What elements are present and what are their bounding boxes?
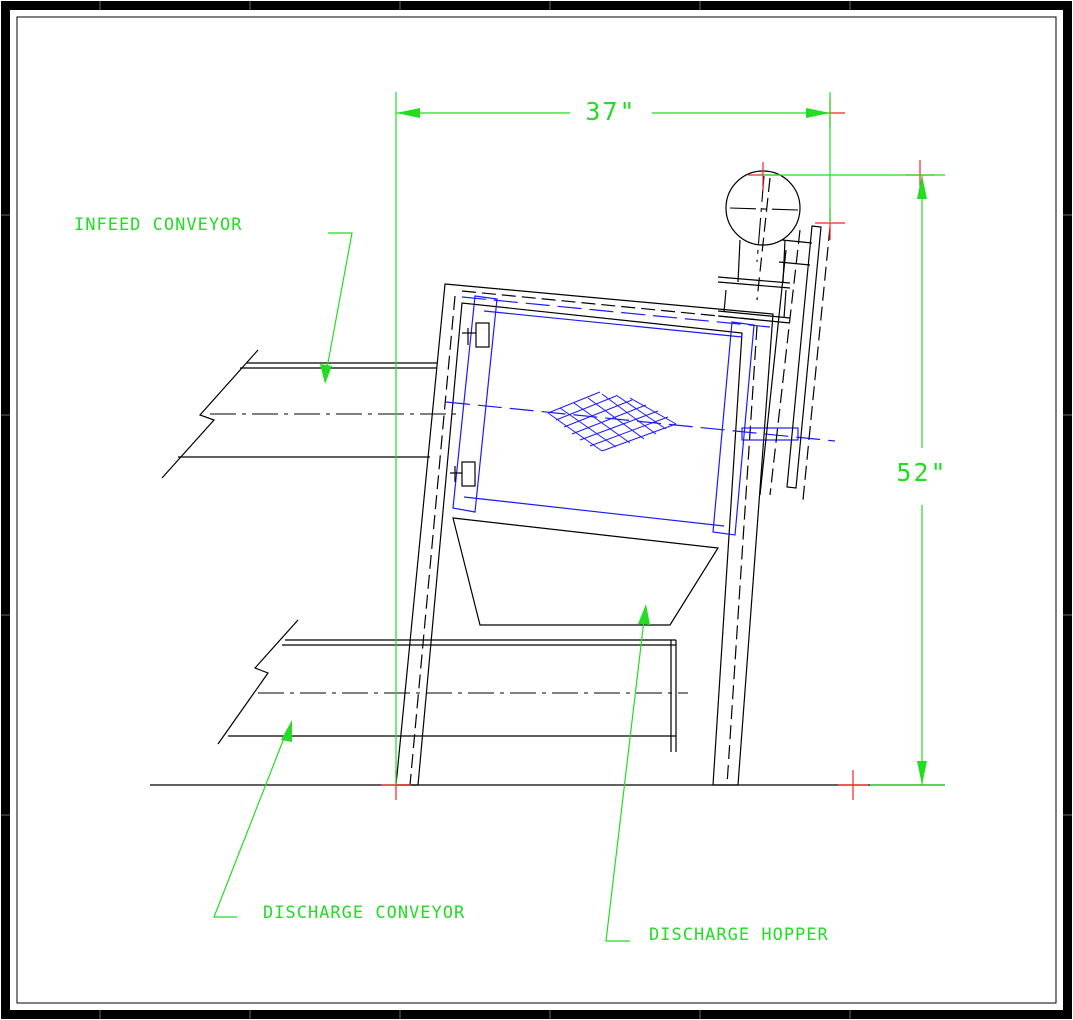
width-dimension: 37" bbox=[395, 92, 831, 785]
discharge-hopper-label: DISCHARGE HOPPER bbox=[649, 925, 829, 945]
height-dimension-text: 52" bbox=[896, 458, 947, 487]
screen-box bbox=[445, 295, 836, 536]
screen-mesh bbox=[547, 391, 677, 452]
infeed-conveyor-callout: INFEED CONVEYOR bbox=[74, 215, 353, 384]
screen-clamps bbox=[450, 322, 490, 487]
infeed-conveyor bbox=[161, 349, 460, 479]
discharge-hopper-callout: DISCHARGE HOPPER bbox=[605, 604, 829, 945]
discharge-conveyor bbox=[217, 619, 688, 752]
discharge-hopper-body bbox=[452, 517, 720, 626]
infeed-conveyor-label: INFEED CONVEYOR bbox=[74, 215, 243, 235]
discharge-conveyor-callout: DISCHARGE CONVEYOR bbox=[213, 720, 465, 923]
height-dimension: 52" bbox=[763, 174, 947, 786]
vibrator-bracket bbox=[759, 225, 831, 501]
width-dimension-text: 37" bbox=[585, 97, 636, 126]
discharge-conveyor-label: DISCHARGE CONVEYOR bbox=[263, 903, 465, 923]
